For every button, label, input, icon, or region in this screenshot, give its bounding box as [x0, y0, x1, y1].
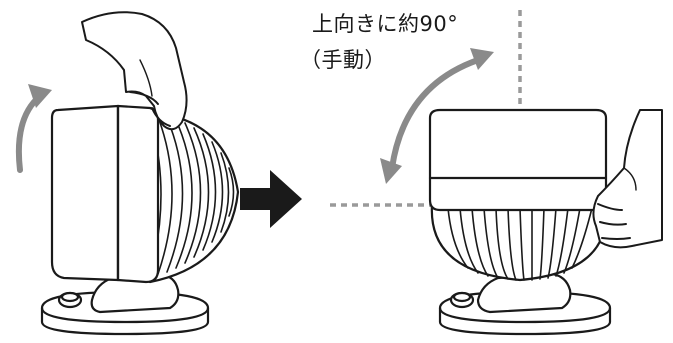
- fan-stand-right: [476, 272, 572, 314]
- fan-side-view: [40, 104, 240, 336]
- manual-label: （手動）: [300, 48, 386, 72]
- fan-body-left: [50, 104, 120, 282]
- fan-grille-right: [430, 203, 608, 282]
- fan-grille-left: [146, 110, 240, 284]
- tilt-range-arrow: [389, 57, 481, 171]
- fan-up-view: [428, 108, 612, 336]
- right-arrow-icon: [240, 170, 302, 228]
- hand-right: [592, 109, 663, 249]
- hand-left: [81, 11, 188, 131]
- rotate-up-arrow: [15, 93, 43, 173]
- fan-stand-left: [90, 272, 180, 314]
- tilt-angle-label: 上向きに約90°: [312, 12, 459, 36]
- fan-body-right: [428, 108, 608, 212]
